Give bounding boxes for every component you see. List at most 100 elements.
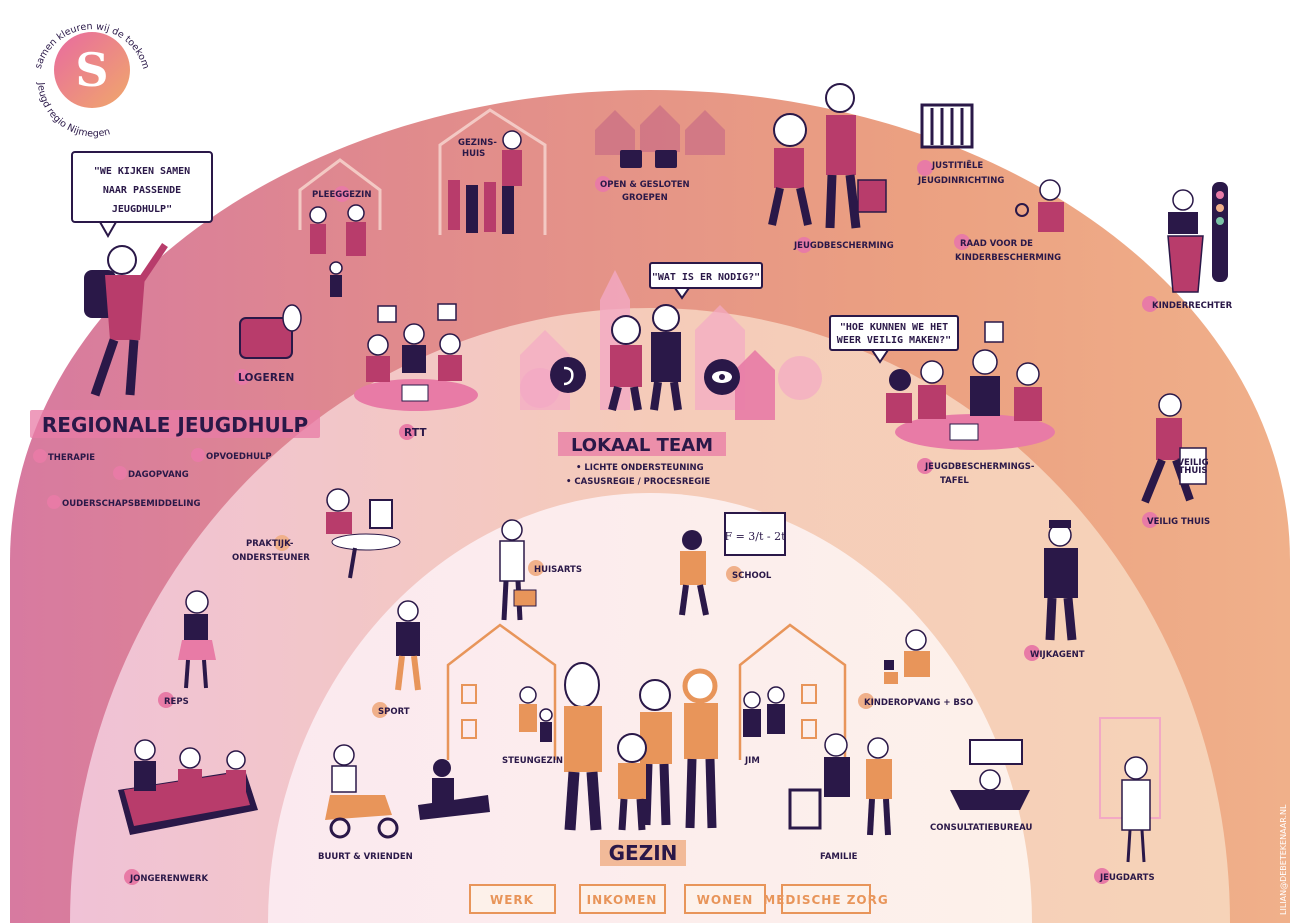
raad-kinderbescherming: RAAD VOOR DE KINDERBESCHERMING xyxy=(954,179,1064,263)
sub-item-opvoedhulp: OPVOEDHULP xyxy=(206,452,272,462)
svg-text:WONEN: WONEN xyxy=(697,893,754,907)
label-open-gesloten-2: GROEPEN xyxy=(622,193,668,203)
quote-safety-line1: "HOE KUNNEN WE HET xyxy=(840,322,948,333)
label-jbt-1: JEUGDBESCHERMINGS- xyxy=(924,462,1035,472)
familie: FAMILIE xyxy=(788,733,892,862)
school-formula: F = 3/t - 2t xyxy=(724,530,786,543)
label-veilig-thuis: VEILIG THUIS xyxy=(1147,517,1210,527)
pleeggezin: PLEEGGEZIN xyxy=(298,158,382,297)
label-reps: REPS xyxy=(164,697,189,707)
sub-item-dagopvang: DAGOPVANG xyxy=(128,470,189,480)
label-poh-2: ONDERSTEUNER xyxy=(232,553,310,563)
jim: JIM xyxy=(743,686,785,766)
consultatiebureau: CONSULTATIEBUREAU xyxy=(930,739,1032,833)
speech-icon-2 xyxy=(437,303,457,321)
jongerenwerk: JONGERENWERK xyxy=(118,739,258,885)
lock-closed-icon xyxy=(655,150,677,168)
house-left xyxy=(446,623,557,760)
quote-regional-line3: JEUGDHULP" xyxy=(112,204,172,215)
quote-regional-line1: "WE KIJKEN SAMEN xyxy=(94,166,190,177)
lokaal-team-title: LOKAAL TEAM • LICHTE ONDERSTEUNING • CAS… xyxy=(558,432,726,487)
label-jbt-2: TAFEL xyxy=(940,476,969,486)
jeugdbeschermingstafel: "HOE KUNNEN WE HET WEER VEILIG MAKEN?" J… xyxy=(829,315,1055,486)
svg-text:"WE KIJKEN SAMEN: "WE KIJKEN SAMEN xyxy=(94,166,190,177)
regional-sub-items: THERAPIE DAGOPVANG OPVOEDHULP OUDERSCHAP… xyxy=(33,448,272,509)
svg-text:MEDISCHE ZORG: MEDISCHE ZORG xyxy=(763,893,888,907)
sub-item-therapie: THERAPIE xyxy=(48,453,95,463)
label-jeugdarts: JEUGDARTS xyxy=(1099,873,1155,883)
label-open-gesloten-1: OPEN & GESLOTEN xyxy=(600,180,690,190)
brick-wonen xyxy=(684,884,766,914)
svg-text:INKOMEN: INKOMEN xyxy=(587,893,658,907)
regional-title-text: REGIONALE JEUGDHULP xyxy=(42,413,308,437)
magnifier-icon xyxy=(1015,203,1029,217)
label-steungezin: STEUNGEZIN xyxy=(502,756,563,766)
huisarts: HUISARTS xyxy=(499,519,582,621)
quote-safety-line2: WEER VEILIG MAKEN?" xyxy=(837,335,951,346)
label-kinderrechter: KINDERRECHTER xyxy=(1152,301,1233,311)
gezin-family xyxy=(564,662,718,831)
label-school: SCHOOL xyxy=(732,571,772,581)
regional-title: REGIONALE JEUGDHULP xyxy=(30,410,320,438)
credit-text: LILIAN@DEBETEKENAAR.NL xyxy=(1279,804,1288,915)
label-gezinshuis-2: HUIS xyxy=(462,149,485,159)
label-sport: SPORT xyxy=(378,707,410,717)
label-gezinshuis-1: GEZINS- xyxy=(458,138,497,148)
veilig-thuis: VEILIG THUIS VEILIG THUIS xyxy=(1141,393,1210,528)
praktijkondersteuner: PRAKTIJK- ONDERSTEUNER xyxy=(232,488,401,579)
logo-glyph: S xyxy=(75,43,108,97)
label-logeren: LOGEREN xyxy=(238,372,294,384)
kinderrechter: KINDERRECHTER xyxy=(1142,182,1233,312)
label-wijkagent: WIJKAGENT xyxy=(1030,650,1085,660)
brick-medische-zorg xyxy=(781,884,871,914)
sport: SPORT xyxy=(372,600,421,718)
label-jim: JIM xyxy=(744,756,760,766)
label-familie: FAMILIE xyxy=(820,852,858,862)
label-raad-2: KINDERBESCHERMING xyxy=(955,253,1061,263)
lokaal-team-text: LOKAAL TEAM xyxy=(571,435,713,456)
label-kinderopvang: KINDEROPVANG + BSO xyxy=(864,698,973,708)
logo-circle xyxy=(54,32,130,108)
svg-text:WERK: WERK xyxy=(490,893,534,907)
foundation-bricks: WERK INKOMEN WONEN MEDISCHE ZORG xyxy=(469,884,888,914)
label-consultatiebureau: CONSULTATIEBUREAU xyxy=(930,823,1032,833)
hiker-figure xyxy=(84,243,168,397)
house-right xyxy=(738,623,847,760)
veilig-thuis-sign-2: THUIS xyxy=(1178,466,1207,476)
school: F = 3/t - 2t SCHOOL xyxy=(679,512,786,616)
label-poh-1: PRAKTIJK- xyxy=(246,539,294,549)
bullet-lichte: • LICHTE ONDERSTEUNING xyxy=(576,463,704,473)
speech-icon-3 xyxy=(984,321,1004,343)
rtt: RTT xyxy=(354,303,478,440)
label-jeugdbescherming: JEUGDBESCHERMING xyxy=(793,241,894,251)
label-rtt: RTT xyxy=(404,427,427,439)
ear-icon xyxy=(550,357,586,393)
quote-regional-line2: NAAR PASSENDE xyxy=(103,185,181,196)
jeugdarts: JEUGDARTS xyxy=(1094,717,1161,884)
jeugdbescherming: JEUGDBESCHERMING xyxy=(768,83,894,253)
speech-icon xyxy=(377,305,397,323)
steungezin: STEUNGEZIN xyxy=(502,686,563,766)
gezin-text: GEZIN xyxy=(609,841,678,865)
veilig-thuis-sign: VEILIG xyxy=(1177,458,1208,468)
label-pleeggezin: PLEEGGEZIN xyxy=(312,190,371,200)
label-huisarts: HUISARTS xyxy=(534,565,582,575)
logo: S samen kleuren wij de toekomst Jeugd re… xyxy=(0,0,151,139)
label-justitiele-1: JUSTITIËLE xyxy=(931,160,983,171)
buurt-vrienden: BUURT & VRIENDEN xyxy=(318,744,490,862)
logeren: LOGEREN xyxy=(234,304,302,385)
quote-regional: "WE KIJKEN SAMEN NAAR PASSENDE JEUGDHULP… xyxy=(71,151,213,239)
gezinshuis: GEZINS- HUIS xyxy=(438,108,547,235)
brick-werk xyxy=(469,884,556,914)
traffic-light-icon xyxy=(1212,182,1228,282)
open-gesloten-groepen: OPEN & GESLOTEN GROEPEN xyxy=(595,105,725,203)
label-jongerenwerk: JONGERENWERK xyxy=(129,874,208,884)
kinderopvang: KINDEROPVANG + BSO xyxy=(858,629,973,709)
bullet-casusregie: • CASUSREGIE / PROCESREGIE xyxy=(566,477,710,487)
quote-local-text: "WAT IS ER NODIG?" xyxy=(652,272,760,283)
lokaal-team-village xyxy=(520,270,822,420)
sub-item-ouderschapsbemiddeling: OUDERSCHAPSBEMIDDELING xyxy=(62,499,200,509)
justitiele-jeugdinrichting: JUSTITIËLE JEUGDINRICHTING xyxy=(917,103,1004,186)
lock-open-icon xyxy=(620,150,642,168)
gezin-title: GEZIN xyxy=(600,840,686,866)
